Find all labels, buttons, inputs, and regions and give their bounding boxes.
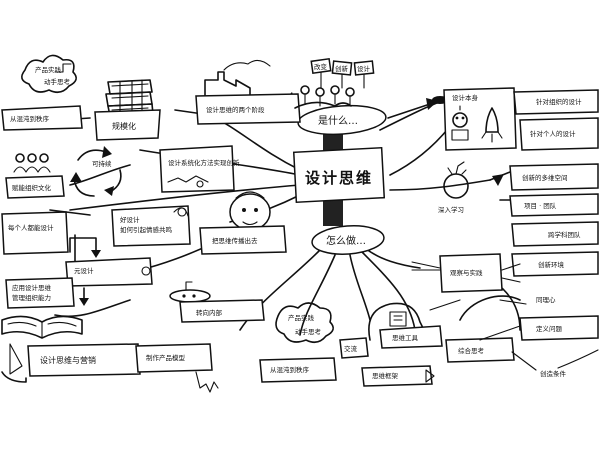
label-sustainability: 可持续 bbox=[92, 159, 112, 168]
label-zero-to-one: 从混沌到秩序 bbox=[10, 114, 50, 123]
label-product-practice-2: 产品实践 bbox=[288, 313, 315, 322]
label-against-organization: 针对组织的设计 bbox=[536, 97, 582, 106]
box-synthesize: 综合思考 bbox=[446, 338, 514, 362]
box-against-organization: 针对组织的设计 bbox=[514, 90, 598, 114]
box-multiple-spaces: 创新的多维空间 bbox=[510, 164, 598, 190]
boat-icon bbox=[2, 344, 26, 382]
bomb-icon bbox=[444, 162, 468, 198]
label-zero-to-one-2: 从混沌到秩序 bbox=[270, 365, 310, 374]
label-hands-thinking: 动手思考 bbox=[44, 77, 71, 86]
face-icon bbox=[230, 192, 270, 230]
box-zero-to-one: 从混沌到秩序 bbox=[2, 106, 82, 130]
label-thinking-tools: 思维工具 bbox=[392, 333, 419, 342]
open-book-icon bbox=[2, 316, 82, 338]
box-zero-to-one-2: 从混沌到秩序 bbox=[260, 358, 336, 382]
label-deep-learning: 深入学习 bbox=[438, 205, 464, 214]
label-design-itself: 设计本身 bbox=[452, 93, 479, 102]
box-everyone-designs: 每个人都能设计 bbox=[2, 212, 68, 254]
label-observe-and-live: 观察与实践 bbox=[450, 268, 483, 277]
box-product-prototype: 制作产品模型 bbox=[136, 344, 218, 392]
center-node: 设计思维 bbox=[294, 130, 384, 226]
label-system-design-innovation: 设计系统化方法实现创新 bbox=[168, 158, 240, 167]
box-exchange: 交流 bbox=[340, 338, 368, 358]
sign-2: 创新 bbox=[335, 64, 349, 73]
box-good-design-thinking: 把思维传播出去 bbox=[200, 226, 286, 254]
box-problem-definition: 定义问题 bbox=[520, 316, 598, 340]
label-synthesize: 综合思考 bbox=[458, 346, 485, 355]
box-design-and-business: 设计思维与营销 bbox=[28, 344, 140, 376]
box-observe-and-live: 观察与实践 bbox=[412, 254, 520, 292]
box-methods-by-era: 设计思维的两个阶段 bbox=[196, 94, 300, 124]
box-sharing-design: 好设计如何引起情感共鸣 bbox=[112, 206, 190, 246]
label-empathy-power: 同理心 bbox=[536, 296, 556, 304]
label-everyone-designs: 每个人都能设计 bbox=[8, 223, 54, 232]
hub-what-label: 是什么… bbox=[318, 115, 358, 127]
hub-what: 是什么… bbox=[297, 103, 387, 137]
box-thinking-tools: 思维工具 bbox=[380, 326, 442, 348]
protest-group-icon: 改变 创新 设计 bbox=[295, 59, 374, 108]
label-thinking-frames: 思维框架 bbox=[372, 371, 399, 380]
label-hands-thinking-2: 动手思考 bbox=[295, 327, 322, 336]
label-member-team: 跨学科团队 bbox=[548, 230, 581, 239]
hub-how-label: 怎么做… bbox=[326, 234, 366, 247]
label-good-design-thinking: 把思维传播出去 bbox=[212, 236, 258, 245]
label-product-practice: 产品实践 bbox=[35, 65, 62, 74]
box-member-team: 跨学科团队 bbox=[512, 222, 598, 246]
hub-how: 怎么做… bbox=[311, 224, 385, 257]
arrow-to-spaces bbox=[492, 174, 504, 186]
label-turn-sharing: 转向内部 bbox=[196, 308, 223, 317]
label-systematize: 规模化 bbox=[112, 121, 136, 131]
label-design-and-business: 设计思维与营销 bbox=[40, 355, 96, 365]
submarine-icon bbox=[170, 282, 210, 302]
label-meta-design: 元设计 bbox=[74, 266, 94, 275]
label-creative-environment: 创新环境 bbox=[538, 260, 565, 269]
box-systematize: 规模化 bbox=[95, 110, 160, 140]
box-community: 赋能组织文化 bbox=[6, 176, 64, 198]
sign-1: 改变 bbox=[314, 62, 328, 71]
box-system-design-innovation: 设计系统化方法实现创新 bbox=[160, 146, 240, 192]
label-problem-definition: 定义问题 bbox=[536, 324, 563, 333]
box-turn-sharing: 转向内部 bbox=[180, 300, 264, 322]
box-project-platform: 项目 · 团队 bbox=[510, 194, 598, 216]
label-community: 赋能组织文化 bbox=[12, 183, 52, 192]
box-thinking-frames: 思维框架 bbox=[362, 366, 434, 386]
label-multiple-spaces: 创新的多维空间 bbox=[522, 173, 568, 182]
box-meta-design: 元设计 bbox=[66, 258, 152, 286]
label-against-individual: 针对个人的设计 bbox=[530, 129, 576, 138]
box-against-individual: 针对个人的设计 bbox=[520, 118, 598, 150]
box-apply-design-thinking: 应用设计思维管理组织能力 bbox=[6, 278, 74, 308]
label-product-prototype: 制作产品模型 bbox=[146, 353, 186, 362]
box-design-itself: 设计本身 bbox=[444, 88, 516, 150]
label-create-conditions: 创造条件 bbox=[540, 369, 567, 378]
label-methods-by-era: 设计思维的两个阶段 bbox=[206, 105, 265, 114]
factory-icon bbox=[205, 60, 270, 98]
cloud-product-practice-bottom: 产品实践 动手思考 bbox=[276, 303, 333, 342]
people-group-icon bbox=[14, 154, 50, 172]
cloud-product-practice-top: 产品实践 动手思考 bbox=[22, 55, 76, 92]
label-project-platform: 项目 · 团队 bbox=[524, 201, 557, 210]
sign-3: 设计 bbox=[357, 64, 371, 73]
label-exchange: 交流 bbox=[344, 344, 358, 353]
box-creative-environment: 创新环境 bbox=[512, 252, 598, 276]
center-title: 设计思维 bbox=[305, 169, 373, 187]
